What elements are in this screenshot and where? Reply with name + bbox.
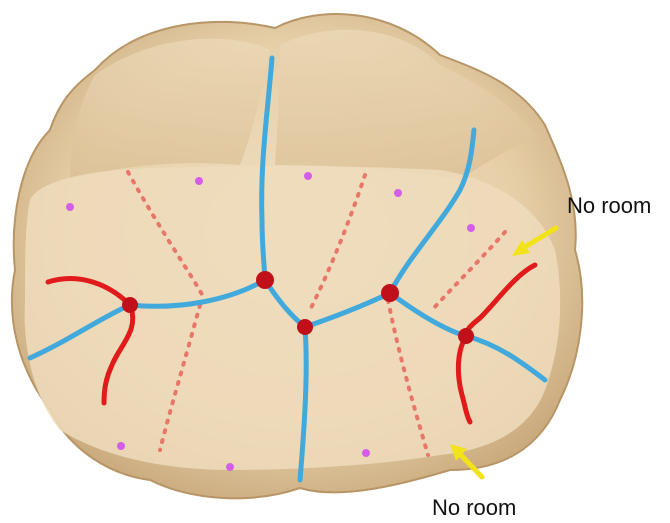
no-room-label-right: No room	[567, 193, 651, 218]
cusp-tip	[195, 177, 203, 185]
pit	[122, 297, 138, 313]
pit	[458, 328, 474, 344]
cusp-tip	[467, 224, 475, 232]
cusp-tip	[394, 189, 402, 197]
cusp-tip	[117, 442, 125, 450]
pit	[297, 319, 313, 335]
cusp-tip	[66, 203, 74, 211]
pit	[256, 271, 274, 289]
no-room-label-bottom: No room	[432, 495, 516, 520]
pit	[381, 284, 399, 302]
cusp-tip	[226, 463, 234, 471]
buccal-cusp-ridge-left	[70, 39, 270, 180]
cusp-tip	[304, 172, 312, 180]
cusp-tip	[362, 449, 370, 457]
